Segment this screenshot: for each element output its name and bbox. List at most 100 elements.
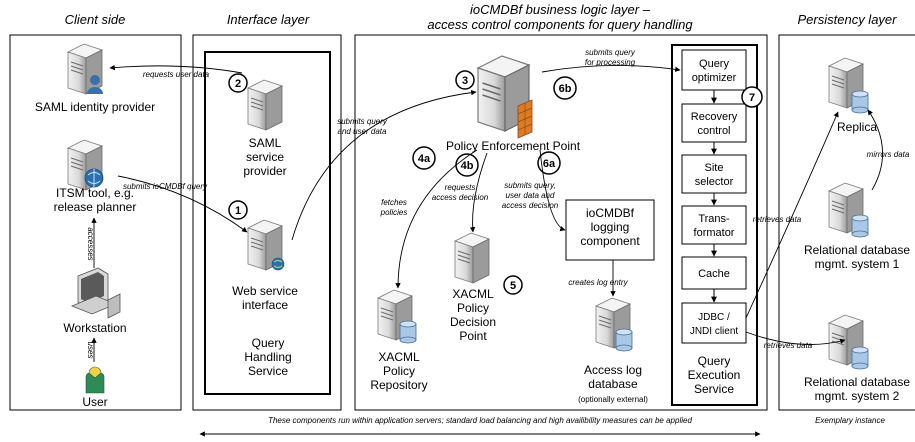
edge-fetches-policies (395, 149, 478, 289)
query-optimizer-label-2: optimizer (692, 72, 737, 84)
label-submits-log-2: user data and (506, 191, 555, 200)
client-layer-title: Client side (65, 12, 126, 27)
step-6b-label: 6b (559, 83, 572, 95)
logging-component-label-3: component (580, 234, 640, 248)
step-4b-label: 4b (461, 160, 474, 172)
xacml-repo-label-2: Policy (383, 364, 415, 378)
user-person-icon (85, 366, 105, 394)
saml-sp-label-1: SAML (249, 136, 282, 150)
step-badge-3: 3 (455, 70, 475, 90)
logic-layer-title-1: ioCMDBf business logic layer – (470, 2, 651, 17)
edge-mirrors-data (867, 109, 883, 191)
rdb2-label-2: mgmt. system 2 (815, 389, 900, 403)
replica-label: Replica (837, 120, 877, 134)
query-execution-label-1: Query (698, 354, 731, 368)
query-optimizer-box (681, 49, 747, 91)
xacml-repo-label-3: Repository (370, 378, 427, 392)
label-retrieves-1: retrieves data (753, 215, 802, 224)
step-7-label: 7 (749, 92, 755, 104)
edge-submits-iocmdbf-query (117, 175, 248, 233)
transformator-label-2: formator (694, 227, 735, 239)
label-fetches-2: policies (380, 208, 408, 217)
label-submits-log-3: access decision (502, 201, 559, 210)
label-creates-log: creates log entry (568, 278, 628, 287)
step-badge-7: 7 (741, 86, 763, 108)
pep-label: Policy Enforcement Point (446, 139, 581, 153)
xacml-repo-label-1: XACML (378, 350, 420, 364)
access-log-label-3: (optionally external) (578, 395, 648, 404)
query-handling-service-box (204, 51, 331, 395)
label-requests-decision-2: access decision (432, 193, 489, 202)
edge-retrieves-rdb2 (745, 331, 846, 345)
pdp-server-icon (454, 232, 490, 284)
step-2-label: 2 (235, 78, 241, 90)
jdbc-client-label-1: JDBC / (698, 312, 730, 323)
logic-layer-title-2: access control components for query hand… (427, 17, 693, 32)
edge-requests-access-decision (469, 152, 488, 233)
logging-component-box (565, 199, 655, 261)
pdp-label-1: XACML (452, 287, 494, 301)
pdp-label-3: Decision (450, 315, 496, 329)
query-execution-label-3: Service (694, 382, 734, 396)
workstation-label: Workstation (63, 321, 126, 335)
query-handling-label-1: Query (252, 336, 285, 350)
rdb2-label-1: Relational database (804, 375, 910, 389)
label-submits-processing-2: for processing (585, 58, 636, 67)
itsm-tool-label-2: release planner (54, 200, 137, 214)
label-submits-log-1: submits query, (504, 181, 555, 190)
saml-idp-server-icon (67, 43, 103, 95)
step-badge-2: 2 (228, 73, 248, 93)
step-6a-label: 6a (543, 158, 556, 170)
site-selector-label-2: selector (695, 176, 734, 188)
label-requests-decision-1: requests (445, 183, 476, 192)
step-badge-4b: 4b (455, 153, 479, 177)
pdp-label-2: Policy (457, 301, 489, 315)
recovery-control-label-1: Recovery (691, 111, 738, 123)
step-5-label: 5 (510, 280, 516, 292)
logic-layer-box (354, 34, 768, 411)
edge-submits-query-user-data (291, 89, 477, 241)
label-accesses: accesses (86, 227, 95, 260)
edge-retrieves-replica (745, 111, 839, 319)
query-handling-label-3: Service (248, 364, 288, 378)
rdb1-server-icon (828, 182, 869, 238)
label-mirrors-data: mirrors data (867, 150, 910, 159)
cache-box (681, 256, 747, 290)
site-selector-label-1: Site (705, 162, 724, 174)
query-execution-service-box (671, 44, 758, 406)
interface-layer-box (192, 34, 342, 411)
saml-sp-label-3: provider (243, 164, 286, 178)
label-submits-iocmdbf-query: submits ioCMDBf query (123, 182, 208, 191)
step-1-label: 1 (235, 205, 241, 217)
query-optimizer-label-1: Query (699, 58, 729, 70)
pep-server-icon (477, 55, 533, 139)
transformator-box (681, 205, 747, 245)
label-submits-processing-1: submits query (585, 48, 636, 57)
query-handling-label-2: Handling (244, 350, 291, 364)
cache-label: Cache (698, 268, 730, 280)
itsm-tool-server-icon (67, 139, 104, 191)
label-uses: uses (86, 342, 95, 359)
itsm-tool-label-1: ITSM tool, e.g. (56, 186, 134, 200)
footer-instance: Exemplary instance (815, 416, 885, 425)
step-badge-6a: 6a (537, 151, 561, 175)
label-requests-user-data: requests user data (143, 70, 210, 79)
edge-submits-query-processing (541, 65, 681, 73)
xacml-repo-server-icon (377, 289, 417, 344)
step-badge-4a: 4a (412, 146, 436, 170)
step-3-label: 3 (462, 75, 468, 87)
access-log-server-icon (595, 297, 633, 352)
saml-sp-server-icon (247, 79, 283, 131)
footer-note: These components run within application … (268, 416, 692, 425)
pipeline: Query optimizer Recovery control Site se… (681, 49, 747, 344)
web-service-server-icon (247, 219, 285, 271)
rdb1-label-1: Relational database (804, 243, 910, 257)
pdp-label-4: Point (459, 329, 487, 343)
edge-submits-log (539, 149, 566, 232)
edge-requests-user-data (109, 64, 243, 74)
label-submits-query-user-2: and user data (338, 127, 387, 136)
step-badge-5: 5 (503, 275, 523, 295)
transformator-label-1: Trans- (698, 213, 730, 225)
recovery-control-label-2: control (697, 125, 730, 137)
